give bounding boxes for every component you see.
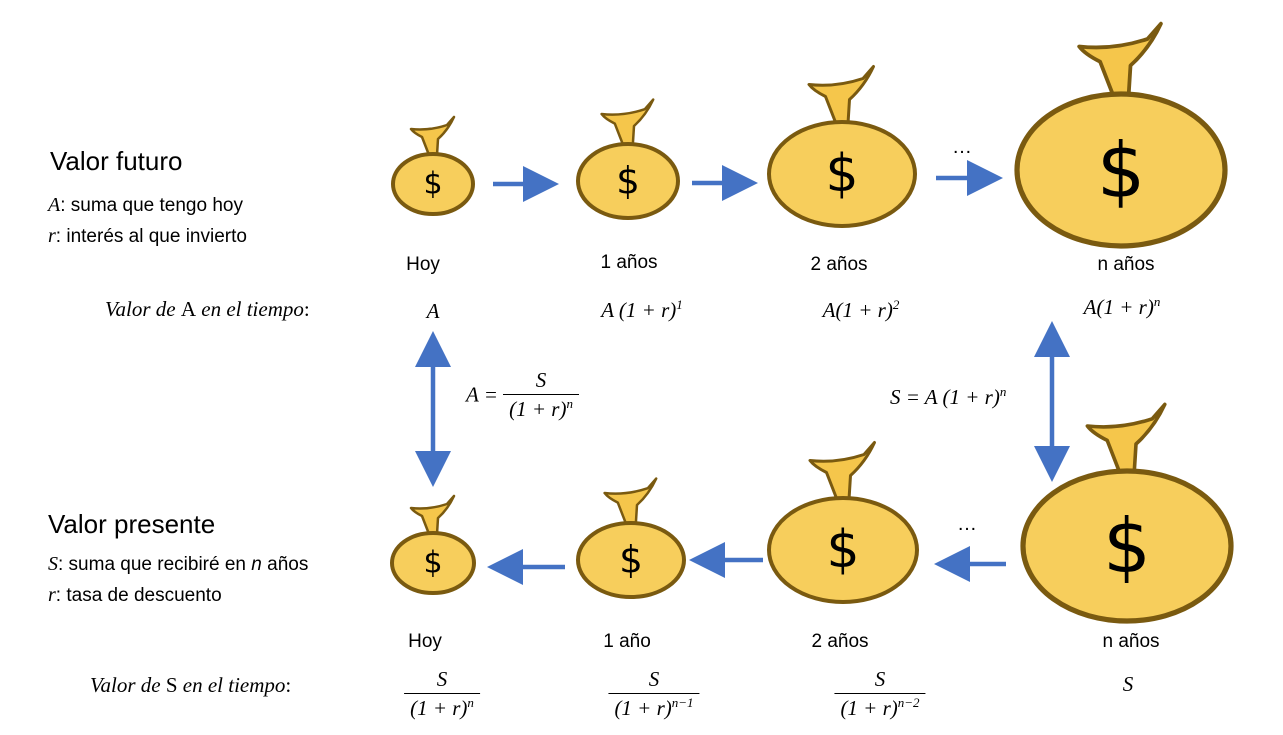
dollar-sign-icon: $ [826, 520, 859, 580]
future-value-0: A [426, 299, 440, 323]
legend-line-r: r: interés al que invierto [48, 225, 247, 247]
legend-line-r2: r: tasa de descuento [48, 584, 222, 606]
legend-line-s: S: suma que recibiré en n años [48, 553, 309, 575]
bag-body [767, 496, 919, 604]
present-label-2: 2 años [811, 631, 869, 652]
bag-body [576, 142, 680, 220]
dollar-sign-icon: $ [423, 167, 442, 202]
present-value-1: S(1 + r)n−1 [608, 667, 700, 721]
dollar-sign-icon: $ [1097, 126, 1145, 215]
bag-body [391, 152, 475, 216]
present-title: Valor presente [48, 509, 216, 539]
future-label-1: 1 años [600, 252, 658, 273]
future-legend: A: suma que tengo hoy r: interés al que … [48, 190, 247, 252]
bag-tie-icon [603, 477, 658, 526]
present-value-2: S(1 + r)n−2 [834, 667, 926, 721]
dollar-sign-icon: $ [616, 160, 640, 203]
future-value-2: A(1 + r)2 [822, 297, 900, 322]
bag-present-hoy: $ [390, 494, 476, 595]
future-label-n: n años [1097, 254, 1155, 275]
bag-present-1: $ [576, 477, 686, 599]
future-value-n: A(1 + r)n [1083, 294, 1161, 319]
bag-present-2: $ [767, 441, 919, 604]
bag-tie-icon [1085, 402, 1167, 475]
bag-future-hoy: $ [391, 115, 475, 216]
present-label-1: 1 año [603, 631, 651, 652]
present-value-formula: A = S(1 + r)n [466, 368, 579, 422]
bag-tie-icon [807, 65, 875, 125]
future-ellipsis: … [952, 136, 972, 158]
bag-future-1: $ [576, 98, 680, 220]
bag-present-n: $ [1020, 402, 1234, 624]
bag-tie-icon [409, 115, 456, 157]
bag-body [767, 120, 917, 228]
bag-body [1020, 468, 1234, 624]
dollar-sign-icon: $ [619, 539, 643, 582]
future-row-label: Valor de A en el tiempo: [105, 297, 310, 321]
legend-line-a: A: suma que tengo hoy [48, 194, 243, 216]
present-value-n: S [1122, 672, 1134, 696]
present-row-label: Valor de S en el tiempo: [90, 673, 292, 697]
present-value-0: S(1 + r)n [404, 667, 480, 721]
bag-future-n: $ [1014, 21, 1228, 249]
bag-tie-icon [1077, 21, 1163, 98]
future-value-formula: S = A (1 + r)n [890, 384, 1007, 409]
dollar-sign-icon: $ [825, 144, 858, 204]
present-ellipsis: … [957, 513, 977, 535]
present-label-hoy: Hoy [408, 631, 442, 652]
future-value-1: A (1 + r)1 [601, 297, 683, 322]
bag-tie-icon [409, 494, 456, 536]
dollar-sign-icon: $ [423, 546, 442, 581]
bag-future-2: $ [767, 65, 917, 228]
future-title: Valor futuro [50, 146, 183, 176]
dollar-sign-icon: $ [1103, 502, 1151, 590]
bag-body [390, 531, 476, 595]
future-label-2: 2 años [810, 254, 868, 275]
present-legend: S: suma que recibiré en n años r: tasa d… [48, 549, 308, 611]
future-label-hoy: Hoy [406, 254, 440, 275]
bag-body [1014, 91, 1228, 249]
bag-body [576, 521, 686, 599]
bag-tie-icon [600, 98, 655, 147]
bag-tie-icon [808, 441, 876, 501]
present-label-n: n años [1102, 631, 1160, 652]
